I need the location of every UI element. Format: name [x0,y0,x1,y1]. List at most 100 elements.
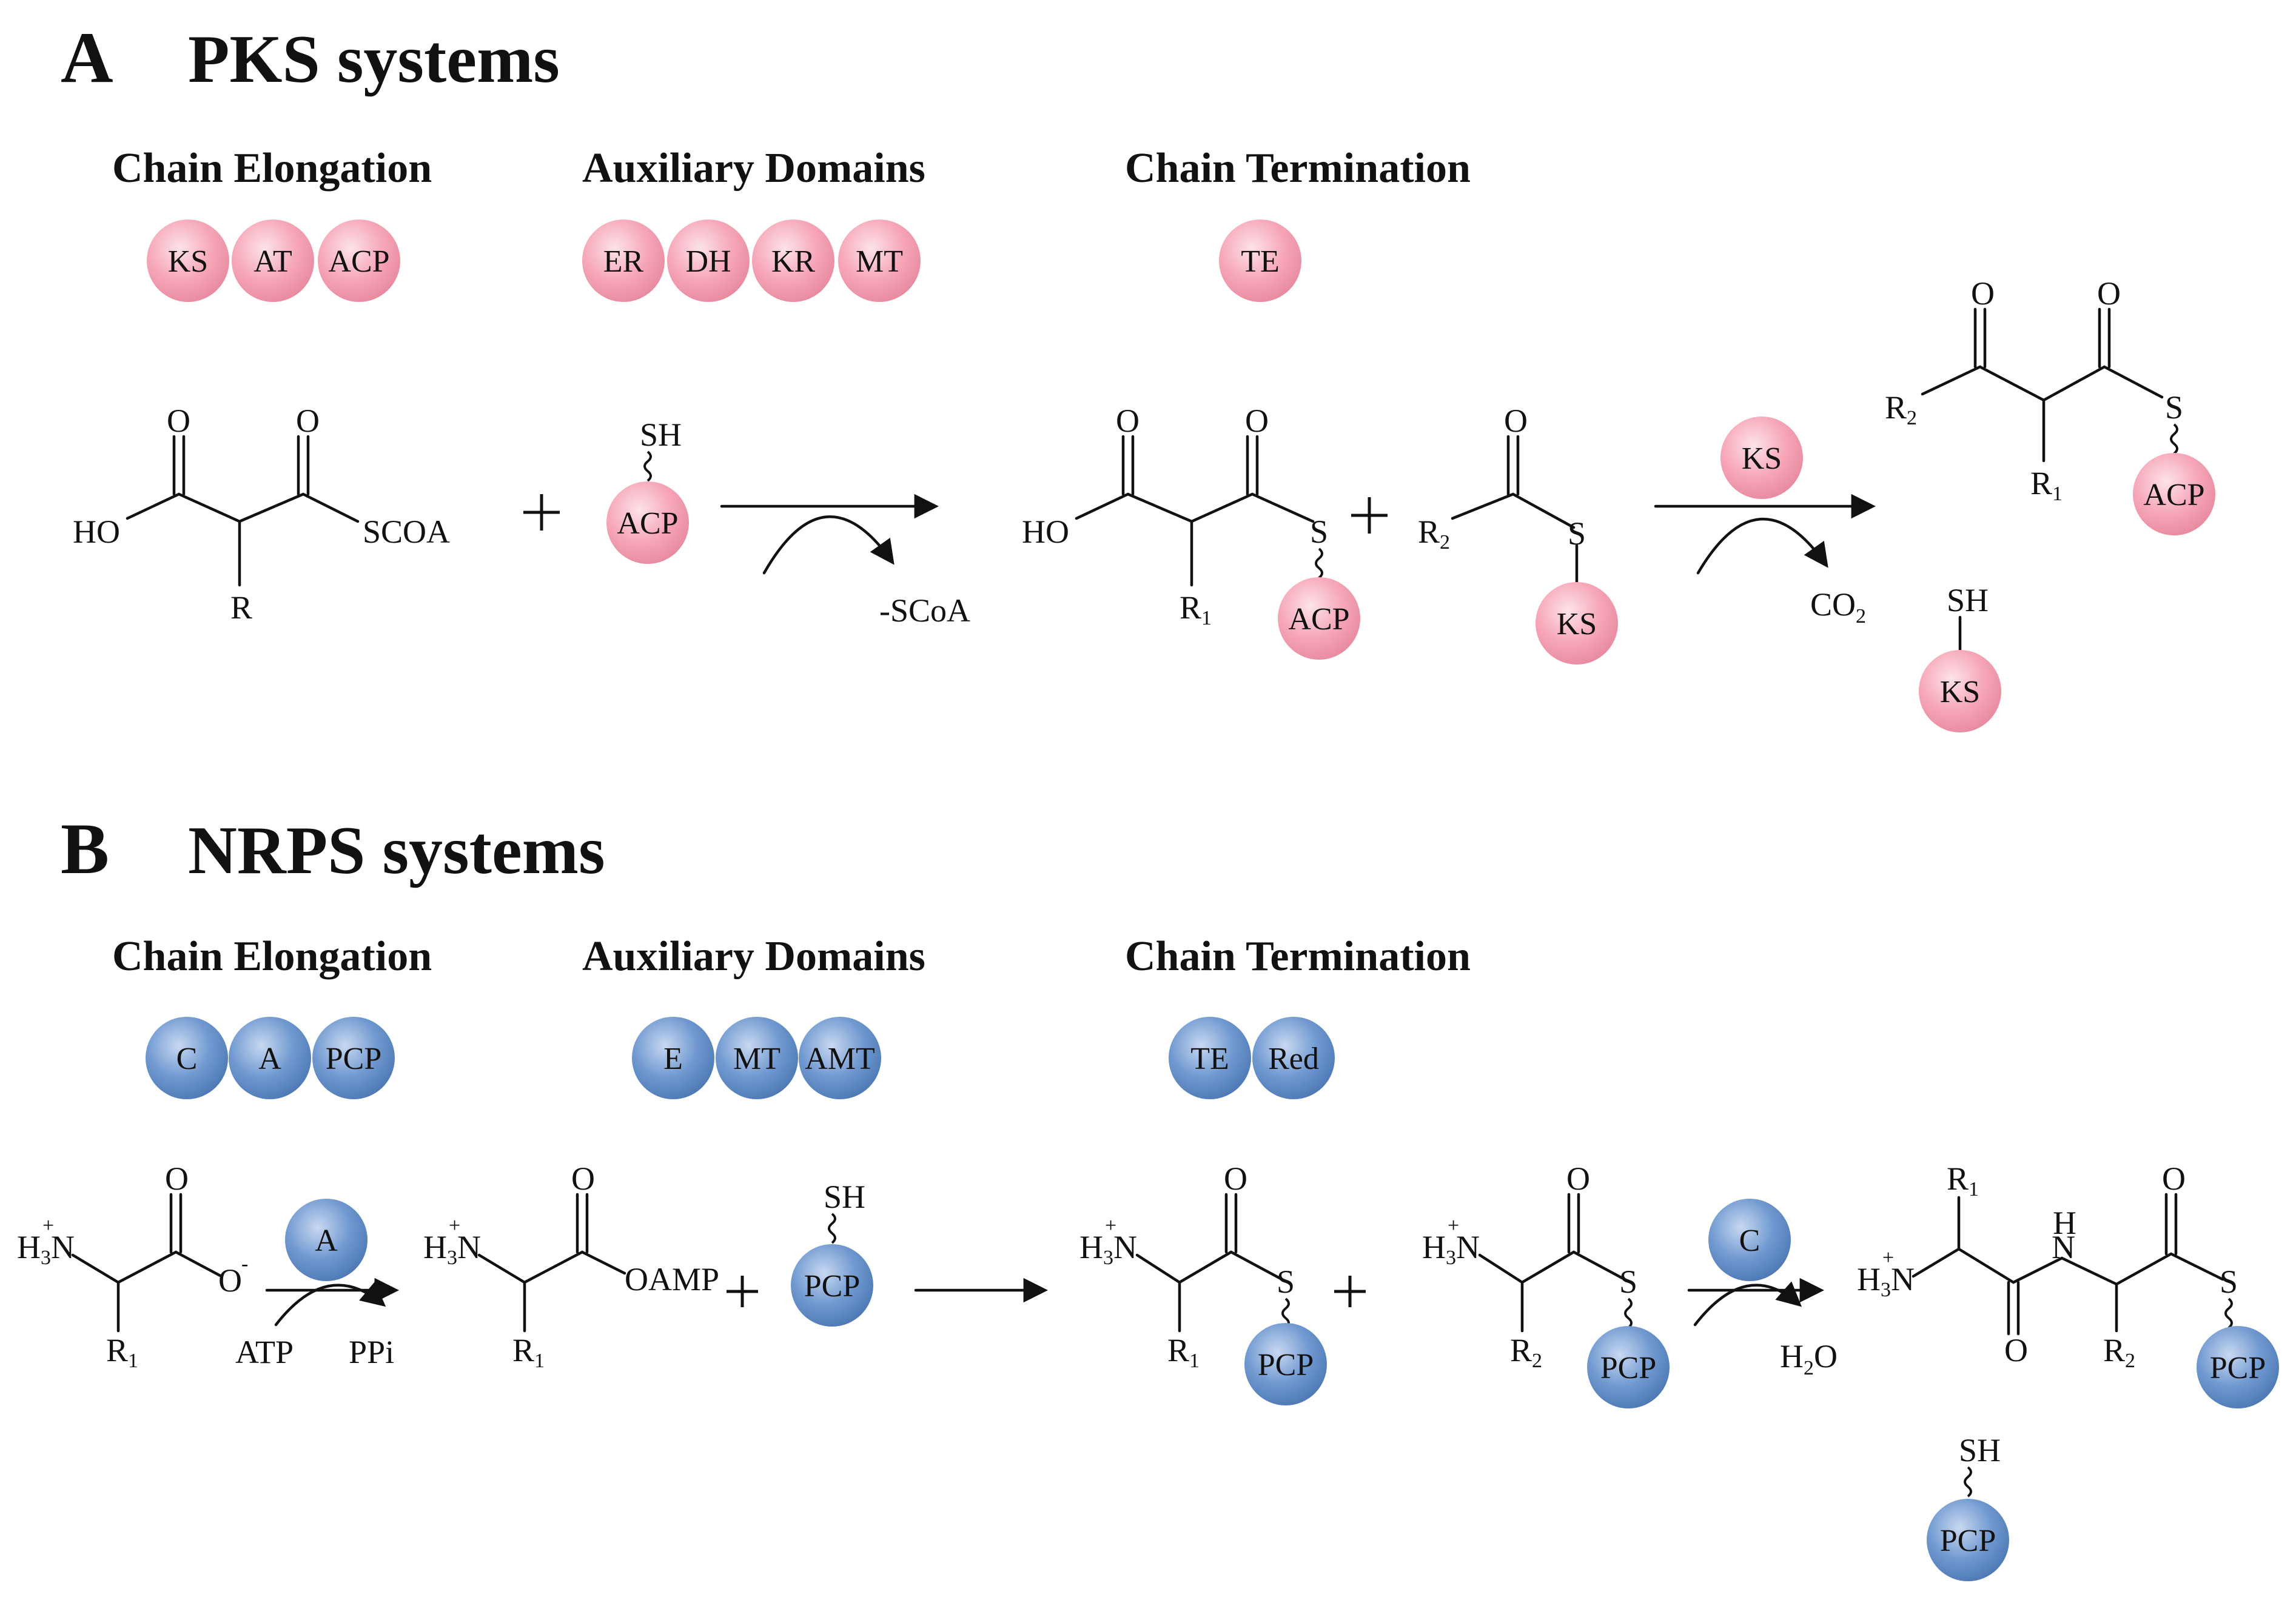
acp-label: ACP [2143,478,2204,512]
domain-te [1219,219,1301,302]
atom-sh: SH [824,1179,865,1215]
atom-r1: R1 [512,1332,545,1372]
domain-er-label: ER [603,244,644,279]
domain-red [1252,1017,1335,1099]
domain-mt [838,219,921,302]
a-catalyst [285,1199,368,1281]
domain-er [582,219,665,302]
nrps-free-pcp: SH PCP [1927,1432,2009,1581]
pks-free-ks: SH KS [1919,582,2001,732]
nrps-aminoacyl-pcp-1: H3N + O S R1 PCP [1079,1160,1327,1405]
atom-o: O [1971,275,1995,312]
atom-h3n: H3N [1422,1229,1480,1269]
panel-b-letter: B [61,808,109,889]
label-co2: CO2 [1810,586,1866,628]
atom-s: S [2220,1264,2238,1300]
pcp-label: PCP [2210,1351,2266,1385]
pks-termination-title: Chain Termination [1125,145,1471,192]
domain-at [232,219,314,302]
pcp-domain [1587,1326,1670,1408]
atom-o: O [571,1160,595,1197]
activation-arrow: A ATP PPi [235,1199,400,1370]
domain-a-label: A [258,1042,281,1076]
domain-at-label: AT [253,244,292,279]
pks-auxiliary-domains: ER DH KR MT [582,219,921,302]
domain-c-label: C [176,1042,198,1076]
acp-domain [2133,453,2215,535]
pks-termination-domains: TE [1219,219,1301,302]
charge-plus: + [1882,1247,1894,1269]
domain-pcp-label: PCP [326,1042,382,1076]
acp-label: ACP [1288,602,1349,637]
domain-e-label: E [663,1042,683,1076]
pcp-domain [2197,1326,2279,1408]
acp-domain [1278,577,1360,660]
atom-s: S [1619,1264,1637,1300]
atom-s: S [1568,515,1586,552]
domain-dh-label: DH [685,244,731,279]
ks-catalyst-label: KS [1742,441,1782,476]
nrps-elongation-title: Chain Elongation [112,933,432,980]
atom-sh: SH [1959,1432,2001,1468]
atom-sh: SH [1947,582,1989,618]
pks-product: O O R2 R1 S ACP [1885,275,2215,535]
atom-r2: R2 [1510,1332,1542,1372]
label-ppi: PPi [349,1334,394,1370]
pcp-domain [1244,1323,1327,1405]
c-catalyst [1708,1199,1791,1281]
panel-b-title: NRPS systems [188,813,605,888]
atom-s: S [1310,514,1328,550]
plus-sign [1351,497,1388,534]
acp-label: ACP [617,506,678,541]
atom-r2: R2 [2103,1332,2135,1372]
plus-sign [727,1276,758,1307]
domain-amt-label: AMT [805,1042,875,1076]
atom-r1: R1 [1167,1332,1200,1372]
nrps-auxiliary-title: Auxiliary Domains [582,933,925,980]
panel-a-title: PKS systems [188,22,560,97]
atom-r2: R2 [1885,389,1917,429]
domain-mt-label: MT [733,1042,780,1076]
atom-s: S [1277,1264,1295,1300]
atom-o: O [2004,1332,2028,1368]
reaction-arrow: -SCoA [720,494,970,629]
domain-acp [318,219,400,302]
atom-o: O [1116,403,1140,439]
domain-kr-label: KR [771,244,816,279]
condensation-arrow: KS CO2 [1654,417,1876,628]
pcp-domain [1927,1499,2009,1581]
ks-domain [1536,582,1618,665]
domain-red-label: Red [1268,1042,1319,1076]
atom-r2: R2 [1418,514,1450,554]
nrps-aminoacyl-pcp-2: H3N + O S R2 PCP [1422,1160,1670,1408]
nrps-auxiliary-domains: E MT AMT [632,1017,881,1099]
domain-dh [667,219,750,302]
pks-malonyl-coa: HO O O R SCOA [73,403,450,626]
pks-elongation-domains: KS AT ACP [147,219,400,302]
domain-kr [752,219,834,302]
domain-amt [799,1017,881,1099]
atom-h3n: H3N [423,1229,481,1269]
atom-scoa: SCOA [363,514,450,550]
label-atp: ATP [235,1334,294,1370]
ks-catalyst [1720,417,1803,499]
ks-domain [1919,650,2001,732]
label-minus-scoa: -SCoA [879,592,970,629]
nrps-aminoacyl-amp: H3N + O OAMP R1 [423,1160,719,1372]
domain-mt [716,1017,798,1099]
nrps-termination-title: Chain Termination [1125,933,1471,980]
atom-h: H [2053,1205,2076,1241]
pcp-label: PCP [1940,1524,1996,1558]
atom-o: O [1245,403,1269,439]
charge-plus: + [42,1214,54,1237]
atom-r1: R1 [2030,465,2063,505]
atom-o: O [167,403,190,439]
charge-plus: + [1448,1214,1459,1237]
plus-sign [523,494,560,531]
atom-r1: R1 [1947,1160,1979,1200]
atom-o: O [1566,1160,1590,1197]
condensation-arrow: C H2O [1687,1199,1838,1379]
atom-h3n: H3N [1857,1261,1915,1301]
